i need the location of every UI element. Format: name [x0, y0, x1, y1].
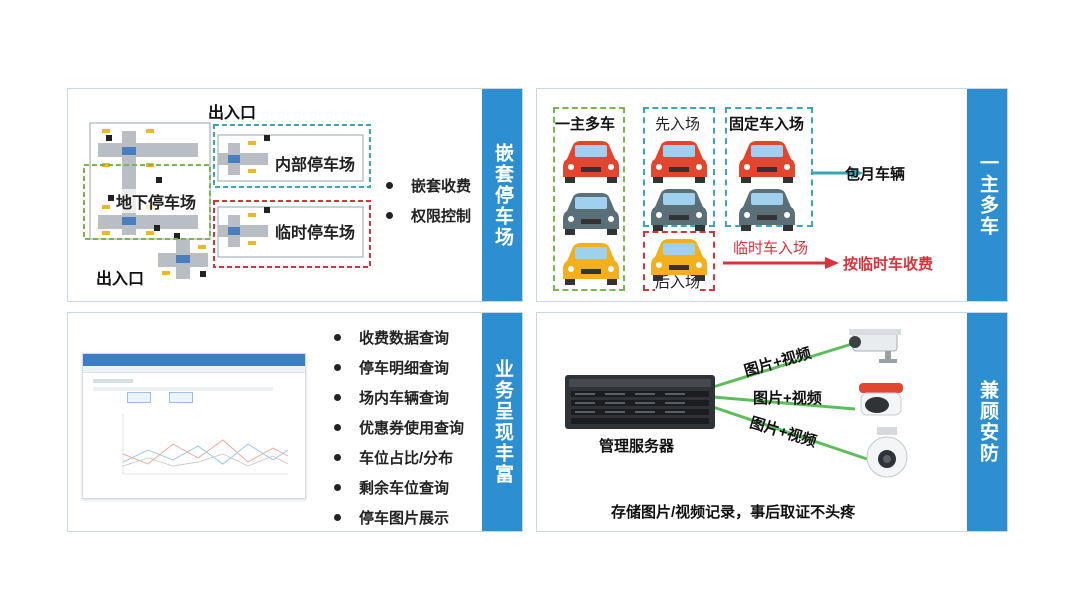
bullet-item: 权限控制 [386, 205, 471, 226]
bullet-item: 优惠券使用查询 [334, 417, 464, 438]
car-icon [739, 141, 795, 183]
link-label-2: 图片+视频 [753, 390, 822, 407]
group-one-master [553, 107, 625, 291]
label-temporary: 临时停车场 [275, 225, 356, 242]
label-management-server: 管理服务器 [599, 438, 675, 455]
link-lines [712, 341, 868, 461]
bullet-item: 停车图片展示 [334, 507, 449, 528]
temporary-dashed-region [213, 200, 371, 268]
side-title-nested-parking: 嵌套停车场 [482, 89, 522, 301]
label-exit-bottom: 出入口 [96, 271, 145, 288]
underground-dashed-region [83, 164, 211, 240]
car-icon [651, 239, 707, 281]
label-exit-top: 出入口 [208, 105, 257, 122]
label-temp-charge: 按临时车收费 [843, 256, 934, 273]
bullet-item: 车位占比/分布 [334, 447, 453, 468]
label-internal: 内部停车场 [275, 157, 356, 174]
arrow-right-icon [813, 167, 863, 179]
car-icon [563, 243, 619, 285]
road-grid [98, 143, 198, 157]
bullet-dot-icon [334, 424, 341, 431]
group-fixed-car [725, 107, 813, 227]
side-title-security: 兼顾安防 [967, 313, 1007, 531]
car-icon [651, 189, 707, 231]
camera-icon [859, 383, 903, 416]
col-label-first-in: 先入场 [655, 116, 701, 133]
car-icon [563, 193, 619, 235]
car-icon [739, 189, 795, 231]
server-icon [565, 375, 715, 429]
panel-one-master-multi-car: 一主多车 一主多车 先入场 固定车入场 后入场 [536, 88, 1008, 302]
bullet-item: 剩余车位查询 [334, 477, 449, 498]
label-monthly-vehicle: 包月车辆 [845, 166, 906, 183]
line-chart-thumbnail [122, 414, 289, 475]
caption-storage: 存储图片/视频记录，事后取证不头疼 [611, 504, 856, 521]
col-label-one-master: 一主多车 [555, 116, 616, 133]
bullet-item: 场内车辆查询 [334, 387, 449, 408]
bullet-dot-icon [334, 454, 341, 461]
label-later-in: 后入场 [655, 271, 701, 292]
label-temp-entry: 临时车入场 [733, 240, 809, 257]
internal-dashed-region [213, 124, 371, 188]
bullet-item: 嵌套收费 [386, 175, 471, 196]
side-title-business: 业务呈现丰富 [482, 313, 522, 531]
col-label-fixed-car: 固定车入场 [729, 116, 805, 133]
camera-icon [866, 427, 908, 478]
camera-icon [849, 329, 901, 363]
car-icon [651, 141, 707, 183]
panel-nested-parking: 嵌套停车场 [67, 88, 523, 302]
bullet-dot-icon [334, 484, 341, 491]
bullet-dot-icon [386, 212, 393, 219]
bullet-dot-icon [386, 182, 393, 189]
barrier-gate-icon [122, 147, 240, 263]
arrow-right-icon [723, 257, 839, 269]
bullet-dot-icon [334, 334, 341, 341]
panel-security: 兼顾安防 管理服务器 图片+视频 图片+视频 图片+视频 [536, 312, 1008, 532]
car-icon [563, 141, 619, 183]
bullet-dot-icon [334, 514, 341, 521]
bullet-item: 停车明细查询 [334, 357, 449, 378]
bullet-dot-icon [334, 394, 341, 401]
parking-layout-diagram [83, 122, 371, 279]
bullet-item: 收费数据查询 [334, 327, 449, 348]
panel-business-reports: 业务呈现丰富 收费数据查询 停车明细查询 场内车辆查询 优惠券使用查询 车位占比… [67, 312, 523, 532]
group-first-in [643, 107, 715, 227]
report-app-thumbnail [82, 353, 306, 499]
bullet-dot-icon [334, 364, 341, 371]
side-title-one-master: 一主多车 [967, 89, 1007, 301]
label-underground: 地下停车场 [116, 189, 197, 213]
